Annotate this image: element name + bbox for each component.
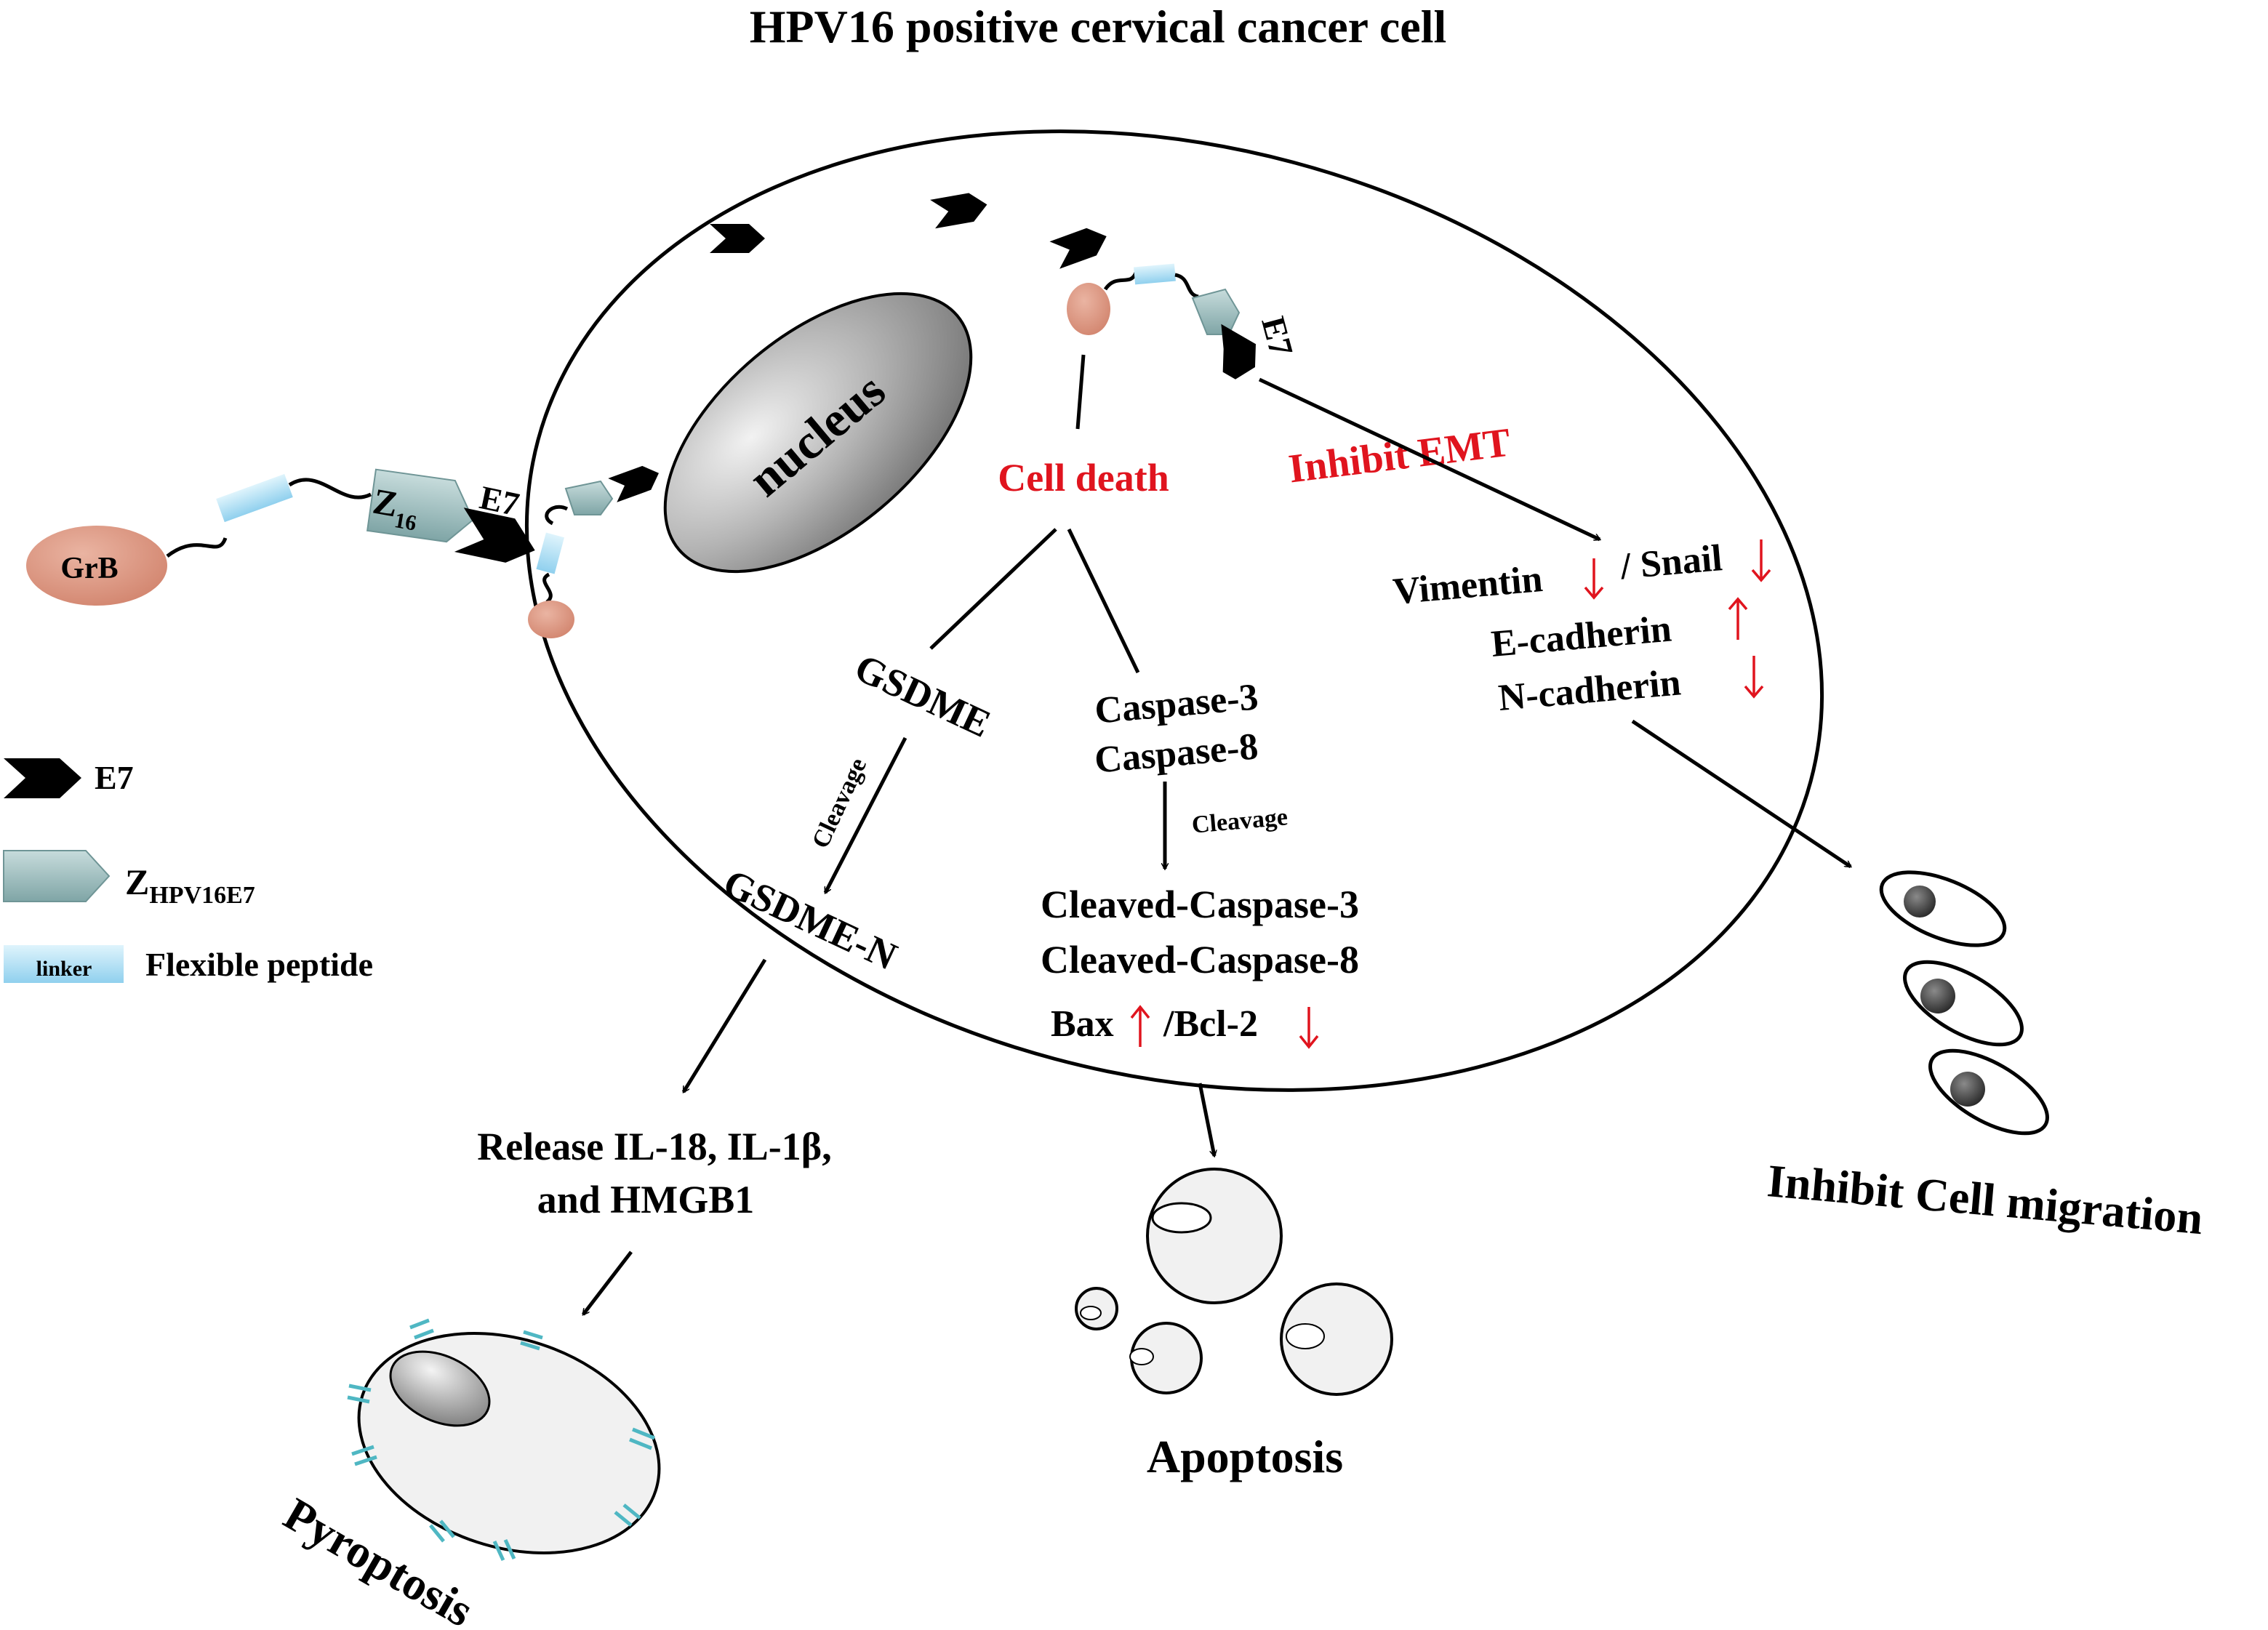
cleavage-label: Cleavage <box>1191 803 1289 838</box>
legend-linker-label: Flexible peptide <box>145 946 373 983</box>
cell-death-label: Cell death <box>998 456 1169 499</box>
diagram-title: HPV16 positive cervical cancer cell <box>750 1 1447 52</box>
bcl2-label: /Bcl-2 <box>1163 1003 1258 1045</box>
fusion-protein-cytoplasm: E7 <box>1067 263 1300 380</box>
membrane-pore-icon <box>347 1318 655 1562</box>
z-domain <box>366 468 474 543</box>
pyroptotic-cell <box>347 1318 661 1562</box>
down-arrow-icon <box>1299 1007 1319 1049</box>
cleavage-label: Cleavage <box>807 754 872 852</box>
vimentin-label: Vimentin <box>1391 558 1544 613</box>
e7-chevron-icon <box>710 224 765 253</box>
gsdme-n-label: GSDME-N <box>717 861 903 979</box>
up-arrow-icon <box>1130 1005 1150 1047</box>
legend-linker-swatch-text: linker <box>36 957 92 981</box>
e7-chevron-icon <box>608 465 660 502</box>
e7-chevron-icon <box>1221 324 1256 380</box>
fusion-protein-outside: GrB Z16 E7 <box>26 468 535 606</box>
legend-item-linker: linker Flexible peptide <box>4 945 373 983</box>
legend: E7 ZHPV16E7 linker Flexible peptide <box>3 758 373 983</box>
grb-protein <box>26 526 167 606</box>
cleaved-caspase3-label: Cleaved-Caspase-3 <box>1041 883 1359 926</box>
linker-segment <box>4 945 124 983</box>
z-domain <box>3 850 111 902</box>
linker-segment <box>1134 263 1176 285</box>
n-cadherin-label: N-cadherin <box>1496 662 1682 719</box>
snail-label: / Snail <box>1618 537 1724 587</box>
cleaved-caspase8-label: Cleaved-Caspase-8 <box>1041 938 1359 981</box>
e7-chevron-icon <box>4 758 81 798</box>
linker-segment <box>216 473 293 523</box>
grb-protein <box>528 601 574 638</box>
bax-label: Bax <box>1051 1003 1114 1045</box>
legend-z-label: Z <box>125 862 149 902</box>
down-arrow-icon <box>1744 656 1764 699</box>
inhibit-migration-label: Inhibit Cell migration <box>1765 1155 2205 1244</box>
apoptotic-bodies <box>1075 1168 1393 1396</box>
caspase3-label: Caspase-3 <box>1093 676 1259 731</box>
migrating-cells <box>1879 870 2049 1136</box>
svg-text:ZHPV16E7: ZHPV16E7 <box>125 862 255 909</box>
legend-z-subscript: HPV16E7 <box>149 882 255 909</box>
release-line1: Release IL-18, IL-1β, <box>477 1125 831 1168</box>
apoptosis-label: Apoptosis <box>1147 1431 1343 1482</box>
z-domain <box>1191 288 1241 335</box>
down-arrow-icon <box>1751 539 1771 582</box>
e-cadherin-label: E-cadherin <box>1489 609 1673 665</box>
grb-label: GrB <box>60 552 118 585</box>
grb-protein <box>1067 283 1110 335</box>
z-subscript: 16 <box>393 508 418 536</box>
z-domain <box>564 480 614 515</box>
nucleus: nucleus <box>663 292 973 574</box>
e7-label: E7 <box>1254 313 1300 360</box>
e7-label: E7 <box>476 478 522 523</box>
legend-item-z: ZHPV16E7 <box>3 850 255 909</box>
linker-segment <box>536 532 565 574</box>
e7-chevron-icon <box>454 507 535 563</box>
release-line2: and HMGB1 <box>537 1178 755 1221</box>
caspase8-label: Caspase-8 <box>1093 726 1259 781</box>
up-arrow-icon <box>1728 597 1748 640</box>
legend-item-e7: E7 <box>4 758 134 798</box>
cancer-cell <box>524 129 1824 1092</box>
e7-chevron-icon <box>1049 228 1107 269</box>
gsdme-label: GSDME <box>849 646 998 746</box>
svg-text:Z16: Z16 <box>369 481 422 536</box>
e7-chevron-icon <box>930 193 987 229</box>
legend-e7-label: E7 <box>95 759 134 796</box>
down-arrow-icon <box>1584 558 1604 600</box>
fusion-protein-membrane <box>528 465 660 638</box>
